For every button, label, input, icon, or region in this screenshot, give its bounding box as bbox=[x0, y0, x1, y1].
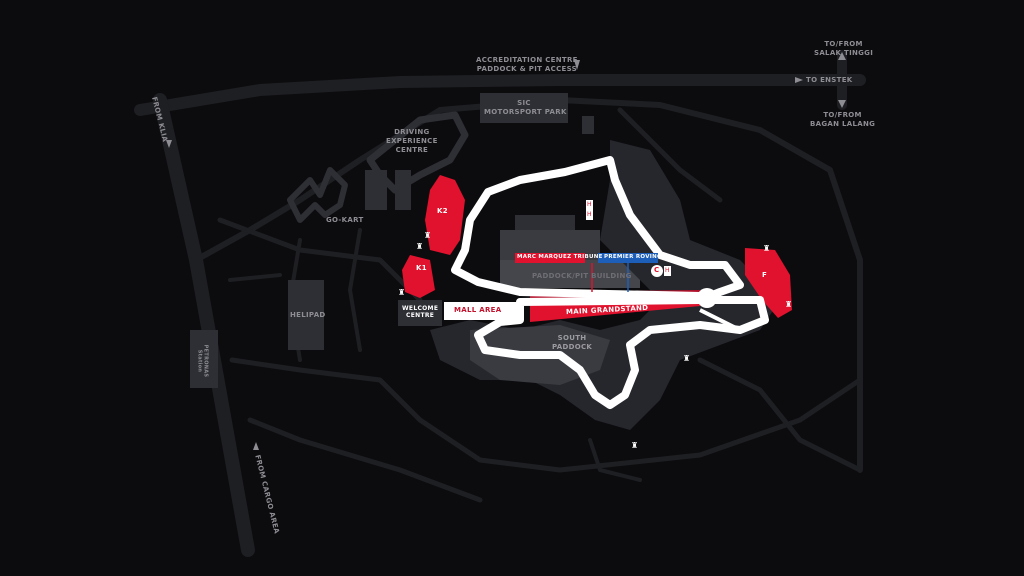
grandstand-marker-icon: ♜ bbox=[398, 288, 406, 297]
k1-label: K1 bbox=[416, 264, 427, 272]
track-connector bbox=[699, 308, 741, 332]
petronas-line1: PETRONAS bbox=[202, 344, 209, 378]
salak-line2: SALAK TINGGI bbox=[814, 49, 874, 57]
paddock-block-3 bbox=[500, 260, 640, 288]
driving-line2: EXPERIENCE bbox=[386, 137, 438, 145]
grandstand-marker-icon: ♜ bbox=[785, 300, 793, 309]
paddock-building-label: PADDOCK/PIT BUILDING bbox=[532, 272, 632, 280]
helipad-label: HELIPAD bbox=[290, 311, 326, 319]
marc-marquez-label: MARC MARQUEZ TRIBUNE bbox=[517, 254, 603, 260]
toilet-icon: H bbox=[664, 266, 671, 276]
south-line2: PADDOCK bbox=[552, 343, 593, 351]
accreditation-line2: PADDOCK & PIT ACCESS bbox=[476, 65, 577, 73]
welcome-line2: CENTRE bbox=[406, 312, 435, 319]
garage-block-2 bbox=[395, 170, 411, 210]
petronas-line2: Station bbox=[196, 349, 203, 373]
mall-area-box bbox=[444, 302, 518, 320]
race-track-back bbox=[451, 156, 744, 304]
petronas-label: PETRONAS Station bbox=[196, 345, 208, 378]
bagan-line1: TO/FROM bbox=[823, 111, 862, 119]
grandstand-marker-icon: ♜ bbox=[424, 231, 432, 240]
welcome-centre-block bbox=[398, 300, 442, 326]
premier-roving-tag bbox=[598, 253, 658, 263]
salak-tinggi-label: TO/FROM SALAK TINGGI bbox=[814, 40, 873, 58]
grandstand-marker-icon: ♜ bbox=[523, 298, 531, 307]
driving-line1: DRIVING bbox=[394, 128, 430, 136]
sic-line1: SIC bbox=[517, 99, 531, 107]
f-stand bbox=[745, 248, 792, 318]
paddock-block-2 bbox=[515, 215, 575, 230]
k2-label: K2 bbox=[437, 207, 448, 215]
south-paddock-label: SOUTH PADDOCK bbox=[552, 334, 592, 352]
accreditation-line1: ACCREDITATION CENTRE bbox=[476, 56, 578, 64]
accreditation-label: ACCREDITATION CENTRE PADDOCK & PIT ACCES… bbox=[476, 56, 578, 74]
garage-block bbox=[365, 170, 387, 210]
driving-experience-label: DRIVING EXPERIENCE CENTRE bbox=[386, 128, 438, 155]
petronas-block bbox=[190, 330, 218, 388]
grandstand-marker-icon: ♜ bbox=[631, 441, 639, 450]
f-label: F bbox=[762, 271, 768, 279]
road-network bbox=[134, 50, 866, 557]
accreditation-block bbox=[582, 116, 594, 134]
helipad-block bbox=[288, 280, 324, 350]
toilet-icon: H bbox=[586, 200, 593, 210]
toilet-icon: H bbox=[586, 210, 593, 220]
go-kart-track bbox=[287, 167, 348, 223]
sic-label: SIC MOTORSPORT PARK bbox=[484, 99, 567, 117]
premier-roving-label: PREMIER ROVING bbox=[604, 254, 662, 260]
k2-stand bbox=[425, 175, 465, 255]
sic-line2: MOTORSPORT PARK bbox=[484, 108, 567, 116]
brand-logo: C bbox=[654, 266, 660, 274]
mall-area-label: MALL AREA bbox=[454, 306, 502, 314]
track-hairpin-marker bbox=[697, 288, 717, 308]
grandstand-marker-icon: ♜ bbox=[683, 354, 691, 363]
direction-arrows bbox=[166, 52, 846, 450]
to-enstek-label: TO ENSTEK bbox=[806, 76, 853, 84]
salak-line1: TO/FROM bbox=[824, 40, 863, 48]
bagan-line2: BAGAN LALANG bbox=[810, 120, 876, 128]
brand-logo-circle bbox=[651, 265, 663, 277]
sic-building bbox=[480, 93, 568, 123]
grandstand-marker-icon: ♜ bbox=[416, 242, 424, 251]
grandstand-marker-icon: ♜ bbox=[763, 244, 771, 253]
k1-stand bbox=[402, 255, 435, 298]
race-track bbox=[474, 296, 769, 409]
south-line1: SOUTH bbox=[557, 334, 587, 342]
welcome-centre-label: WELCOME CENTRE bbox=[402, 305, 438, 319]
go-kart-label: GO-KART bbox=[326, 216, 364, 224]
welcome-line1: WELCOME bbox=[402, 305, 439, 312]
marc-marquez-tag bbox=[515, 253, 585, 263]
bagan-lalang-label: TO/FROM BAGAN LALANG bbox=[810, 111, 875, 129]
driving-line3: CENTRE bbox=[395, 146, 429, 154]
